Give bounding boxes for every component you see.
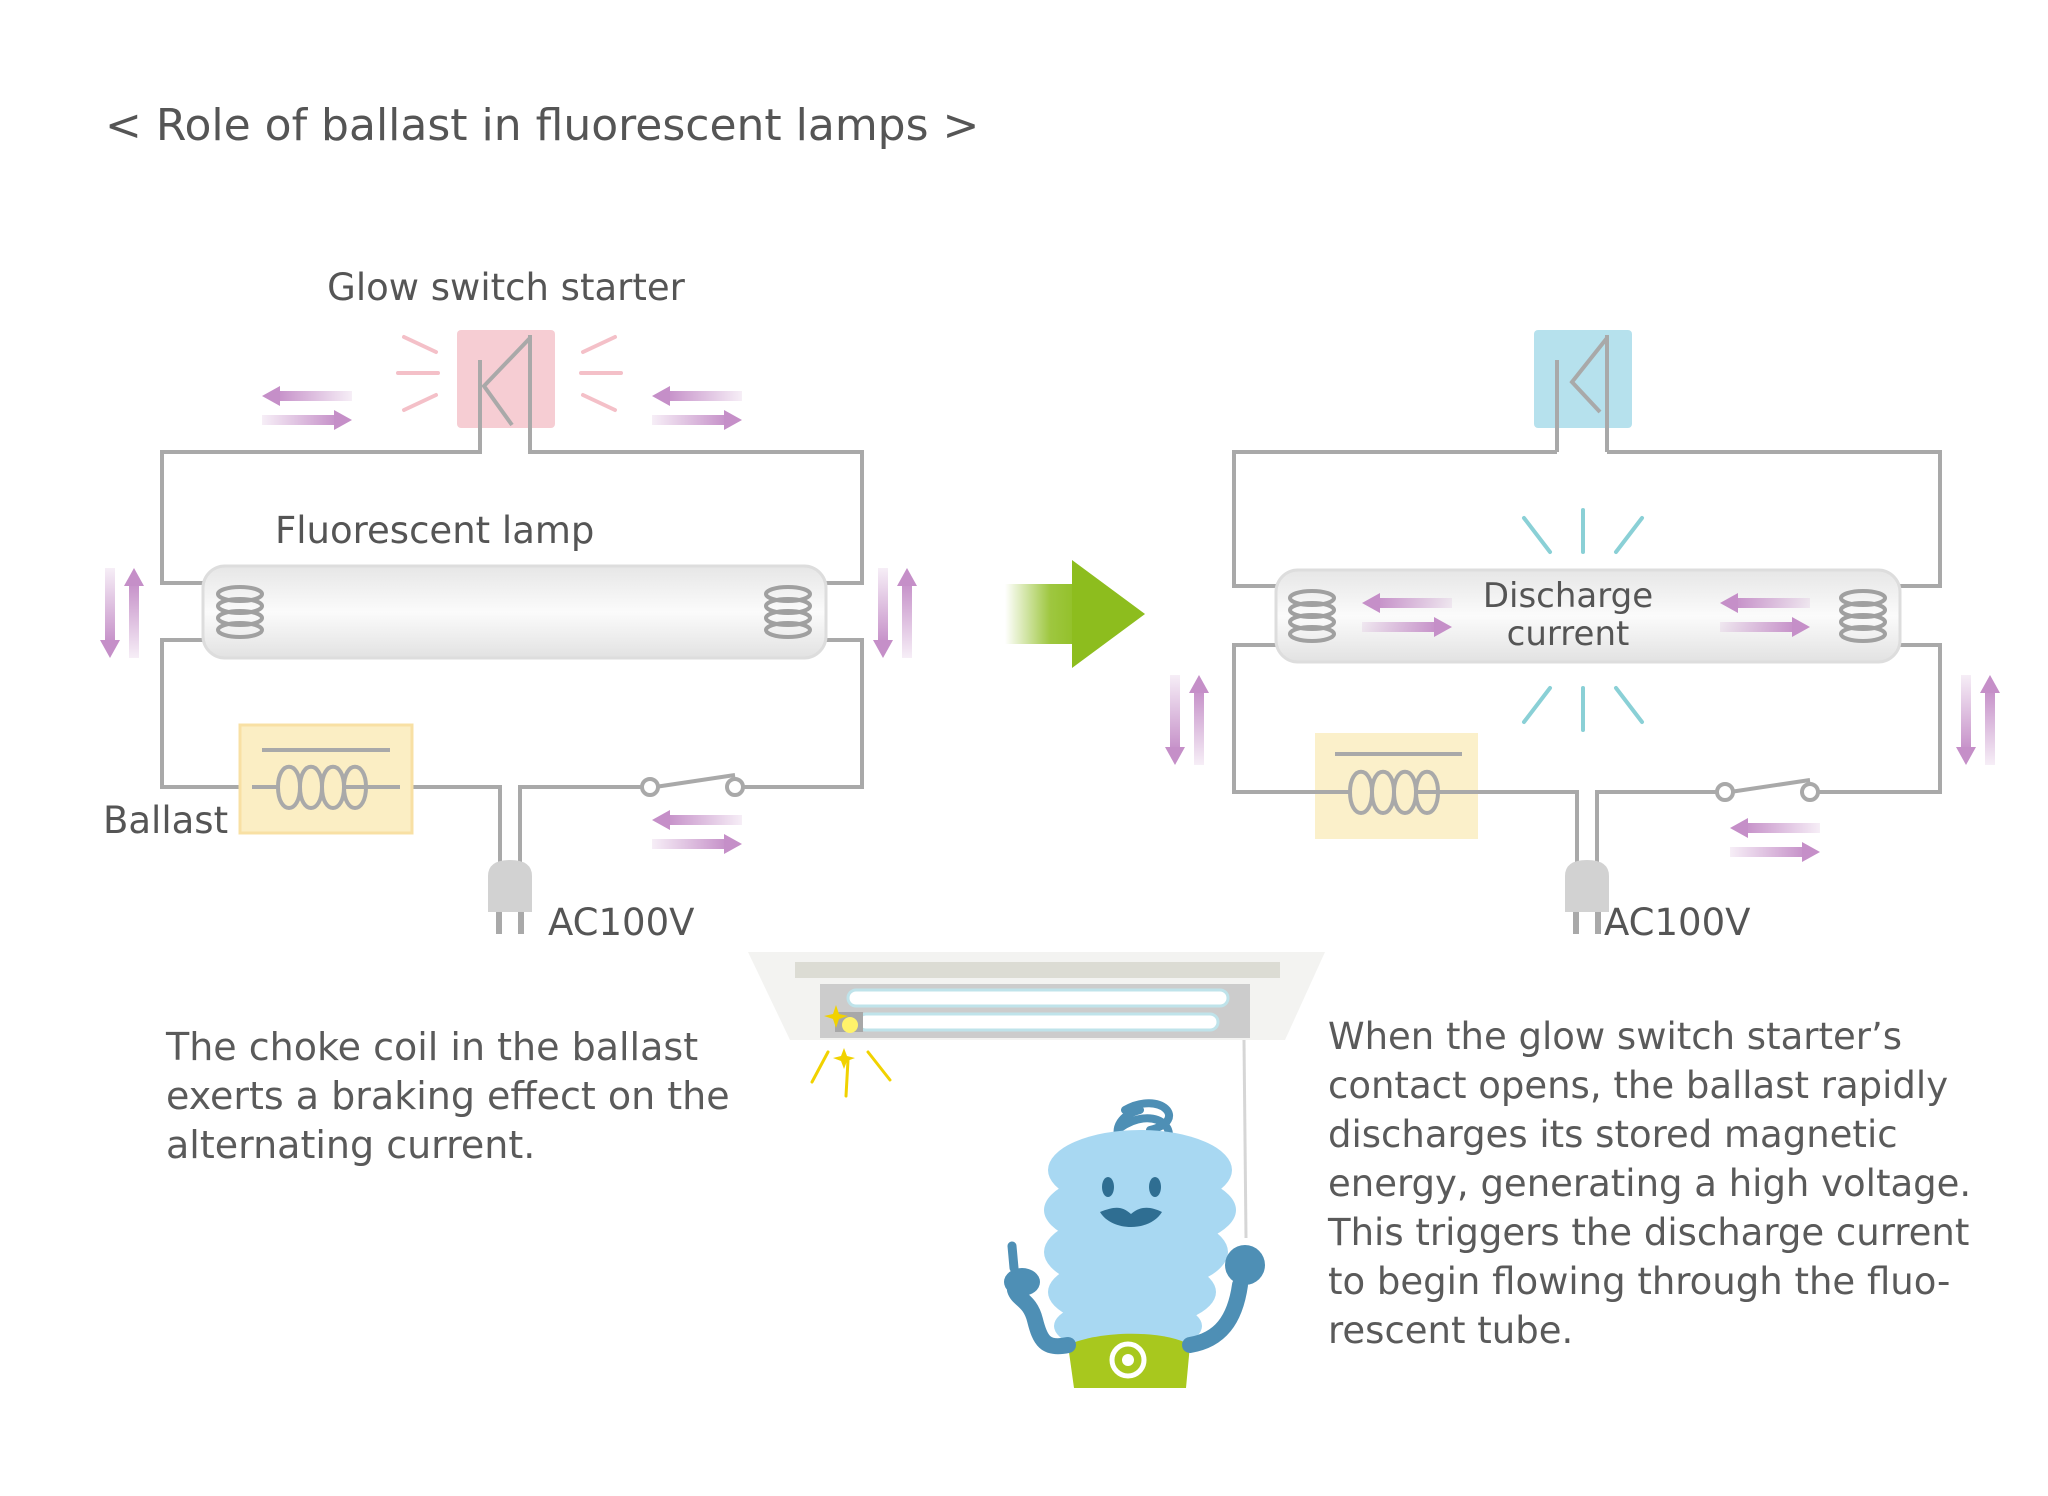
page-title: < Role of ballast in fluorescent lamps >	[105, 100, 979, 151]
caption-line: The choke coil in the ballast	[166, 1025, 699, 1069]
right-caption: When the glow switch starter’s contact o…	[1328, 1012, 1971, 1355]
discharge-current-label-line1: Discharge	[1483, 576, 1653, 616]
ac-voltage-label-right: AC100V	[1604, 901, 1750, 944]
starter-glow-rays	[396, 335, 623, 412]
arrow-right-icon	[1005, 560, 1145, 668]
left-caption: The choke coil in the ballast exerts a b…	[166, 1023, 730, 1170]
ballast-label: Ballast	[103, 799, 228, 842]
circuit-wires	[160, 420, 864, 870]
glow-switch-starter-idle	[1534, 330, 1632, 452]
double-arrow-icon	[652, 386, 742, 430]
discharge-spark-rays	[1522, 508, 1644, 732]
caption-line: exerts a braking effect on the	[166, 1074, 730, 1118]
caption-line: alternating current.	[166, 1123, 536, 1167]
right-circuit	[1165, 330, 2000, 934]
ceiling-light-fixture	[748, 952, 1325, 1239]
left-circuit	[100, 330, 917, 934]
double-arrow-icon	[652, 810, 742, 854]
fluorescent-lamp-discharging	[1274, 568, 1902, 664]
caption-line: rescent tube.	[1328, 1309, 1574, 1352]
ac-voltage-label-left: AC100V	[548, 901, 694, 944]
circuit-wires	[1232, 450, 1942, 870]
double-arrow-icon	[1956, 675, 2000, 765]
caption-line: This triggers the discharge current	[1328, 1211, 1970, 1254]
ballast	[1315, 733, 1478, 839]
fluorescent-lamp	[201, 564, 828, 660]
discharge-current-label-line2: current	[1507, 614, 1630, 654]
double-arrow-icon	[1730, 818, 1820, 862]
mascot-character	[1004, 1099, 1265, 1388]
double-arrow-icon	[262, 386, 352, 430]
fluorescent-lamp-label: Fluorescent lamp	[275, 509, 594, 552]
caption-line: discharges its stored magnetic	[1328, 1113, 1898, 1156]
double-arrow-icon	[873, 568, 917, 658]
caption-line: When the glow switch starter’s	[1328, 1015, 1902, 1058]
double-arrow-icon	[1165, 675, 1209, 765]
glow-switch-starter-label: Glow switch starter	[327, 266, 685, 309]
ballast	[238, 723, 414, 835]
caption-line: to begin flowing through the fluo-	[1328, 1260, 1951, 1303]
glow-switch-starter-active	[457, 330, 555, 450]
plug-icon	[1565, 860, 1609, 934]
plug-icon	[488, 860, 532, 934]
caption-line: energy, generating a high voltage.	[1328, 1162, 1972, 1205]
caption-line: contact opens, the ballast rapidly	[1328, 1064, 1949, 1107]
double-arrow-icon	[100, 568, 144, 658]
